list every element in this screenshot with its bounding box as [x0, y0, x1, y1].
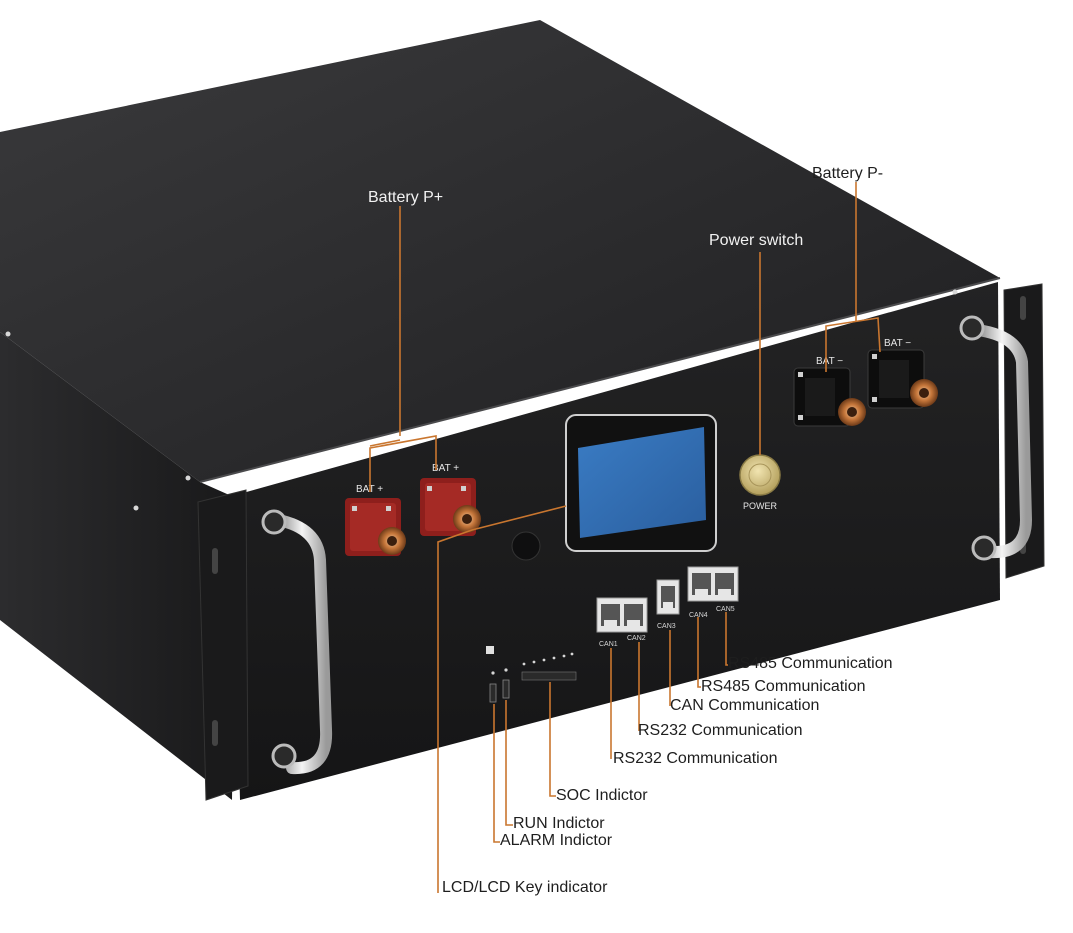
handle-mount	[271, 743, 297, 769]
port-label-can1: CAN1	[599, 641, 618, 648]
left-handle	[272, 514, 333, 775]
battery-lid	[0, 20, 1000, 482]
power-button	[739, 454, 781, 496]
lid-screw	[952, 289, 958, 295]
power-label: POWER	[743, 501, 778, 511]
lcd-display	[565, 414, 717, 552]
handle-mount	[261, 509, 287, 535]
bat-pos-label-2: BAT +	[432, 463, 459, 474]
handle-mount	[959, 315, 985, 341]
callout-power-switch: Power switch	[709, 232, 804, 249]
callout-battery-p-minus: Battery P-	[812, 165, 884, 182]
port-can3	[656, 579, 680, 615]
dip-switch-block	[486, 646, 494, 654]
callout-rs232-communication-1: RS232 Communication	[638, 722, 803, 739]
handle-mount	[971, 535, 997, 561]
run-alarm-leds	[489, 668, 510, 703]
port-label-can4: CAN4	[689, 612, 708, 619]
right-handle	[972, 324, 1033, 559]
lcd-key-button	[511, 531, 541, 561]
callout-lcd-key-indicator: LCD/LCD Key indicator	[442, 879, 608, 896]
lid-edge-highlight	[199, 277, 1001, 483]
callout-rs232-communication-2: RS232 Communication	[613, 750, 778, 767]
right-ear-slot	[1020, 296, 1026, 320]
bat-pos-terminal-1	[345, 498, 406, 556]
left-rack-ear	[197, 489, 249, 801]
left-ear-slot	[212, 548, 218, 574]
side-screw	[185, 475, 191, 481]
bat-neg-label-2: BAT −	[884, 338, 911, 349]
callout-alarm-indicator: ALARM Indictor	[500, 832, 613, 849]
callout-rs485-communication-1: RS485 Communication	[728, 655, 893, 672]
port-can1-can2	[596, 597, 648, 633]
side-screw	[5, 331, 11, 337]
callout-battery-p-plus: Battery P+	[368, 189, 444, 206]
port-label-can3: CAN3	[657, 623, 676, 630]
port-label-can5: CAN5	[716, 606, 735, 613]
port-label-can2: CAN2	[627, 635, 646, 642]
callout-run-indicator: RUN Indictor	[513, 815, 605, 832]
callout-soc-indicator: SOC Indictor	[556, 787, 648, 804]
bat-neg-label-1: BAT −	[816, 356, 843, 367]
battery-left-side	[0, 332, 236, 800]
bat-neg-terminal-2	[867, 349, 938, 409]
callout-can-communication: CAN Communication	[670, 697, 820, 714]
leader-lines	[369, 182, 881, 893]
power-button-ring	[748, 463, 772, 487]
bat-neg-terminal-1	[793, 367, 866, 427]
port-can4-can5	[687, 566, 739, 602]
callout-rs485-communication-2: RS485 Communication	[701, 678, 866, 695]
left-ear-slot	[212, 720, 218, 746]
side-screw	[133, 505, 139, 511]
bat-pos-terminal-2	[420, 478, 481, 536]
soc-leds	[521, 652, 577, 681]
